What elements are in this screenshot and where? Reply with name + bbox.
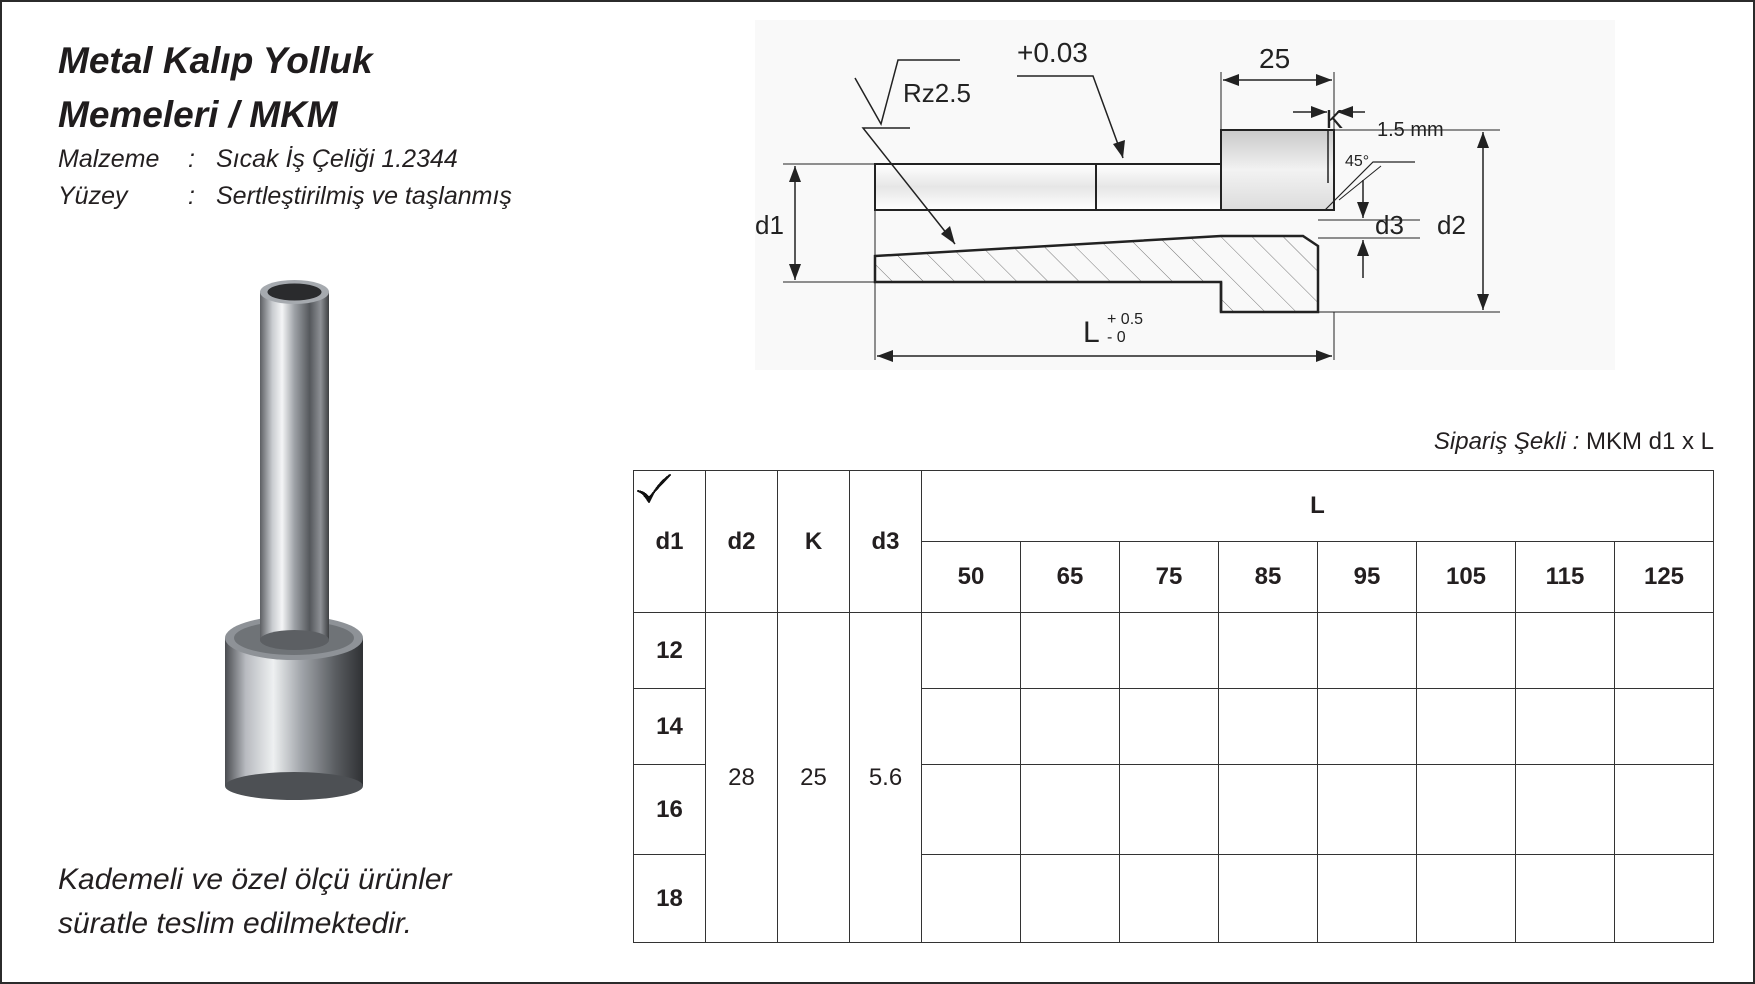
availability-cell	[636, 473, 1021, 943]
order-label: Sipariş Şekli :	[1433, 428, 1580, 455]
l-minus-tolerance: - 0	[1107, 329, 1126, 346]
page-title: Metal Kalıp Yolluk Memeleri / MKM	[58, 34, 373, 142]
d3-label: d3	[1375, 210, 1404, 240]
availability-cell	[636, 473, 1516, 855]
table-row: 18	[633, 473, 1714, 943]
spec-value: Sıcak İş Çeliği 1.2344	[216, 145, 458, 173]
d2-label: d2	[1437, 210, 1466, 240]
spec-sep: :	[188, 145, 195, 173]
title-line-2: Memeleri / MKM	[58, 94, 338, 135]
l-value-cell: 125	[1614, 541, 1714, 613]
l-value-cell: 75	[1119, 541, 1219, 613]
availability-cell	[636, 473, 1219, 765]
roughness-label: Rz2.5	[903, 78, 971, 108]
title-line-1: Metal Kalıp Yolluk	[58, 40, 373, 81]
k-label: K	[1326, 104, 1344, 134]
header-k: K	[777, 470, 850, 613]
availability-cell	[636, 473, 1318, 855]
note-line-1: Kademeli ve özel ölçü ürünler	[58, 863, 452, 896]
spec-material: Malzeme: Sıcak İş Çeliği 1.2344	[58, 145, 458, 174]
d2-cell: 28	[705, 612, 778, 943]
availability-cell	[636, 473, 1021, 855]
spec-value: Sertleştirilmiş ve taşlanmış	[216, 182, 512, 210]
availability-cell	[636, 473, 1615, 689]
availability-cell	[636, 473, 1318, 943]
l-plus-tolerance: + 0.5	[1107, 311, 1143, 328]
chamfer-label: 1.5 mm	[1377, 119, 1444, 141]
availability-cell	[636, 473, 1714, 689]
l-value-cell: 50	[921, 541, 1021, 613]
d3-cell: 5.6	[849, 612, 922, 943]
l-value-cell: 65	[1020, 541, 1120, 613]
availability-cell	[636, 473, 1615, 855]
d1-cell: 12	[633, 612, 706, 689]
availability-cell	[636, 473, 1318, 689]
tolerance-label: +0.03	[1017, 37, 1088, 68]
k-cell: 25	[777, 612, 850, 943]
spec-key: Malzeme	[58, 145, 160, 173]
availability-cell	[636, 473, 1120, 689]
availability-cell	[636, 473, 1219, 855]
order-value: MKM d1 x L	[1585, 428, 1714, 455]
table-header-row: d1 d2 K d3 L	[633, 470, 1714, 613]
l-value-cell: 85	[1218, 541, 1318, 613]
d1-cell: 14	[633, 688, 706, 765]
table-l-values-row: 50 65 75 85 95 105 115 125	[634, 541, 1714, 613]
table-row: 16	[633, 473, 1714, 855]
technical-drawing: +0.03 Rz2.5 25 K 1.5 mm 45° d1 d2 d3 L +…	[755, 20, 1615, 370]
table-row: 12 28 25 5.6	[633, 473, 1714, 943]
l-value-cell: 95	[1317, 541, 1417, 613]
availability-cell	[636, 473, 1219, 689]
header-d3: d3	[849, 470, 922, 613]
width-label: 25	[1259, 43, 1290, 74]
d1-label: d1	[755, 210, 784, 240]
availability-cell	[636, 473, 1714, 765]
angle-label: 45°	[1345, 153, 1369, 170]
availability-cell	[636, 473, 1417, 943]
l-value-cell: 115	[1515, 541, 1615, 613]
product-image	[225, 280, 363, 800]
availability-cell	[636, 473, 1417, 855]
availability-cell	[636, 473, 1417, 765]
spec-key: Yüzey	[58, 182, 128, 210]
header-l: L	[921, 470, 1714, 542]
spec-sep: :	[188, 182, 195, 210]
check-icon	[636, 473, 671, 503]
l-value-cell: 105	[1416, 541, 1516, 613]
availability-cell	[636, 473, 1120, 855]
delivery-note: Kademeli ve özel ölçü ürünler süratle te…	[58, 858, 452, 946]
availability-cell	[636, 473, 1714, 943]
header-d2: d2	[705, 470, 778, 613]
availability-cell	[636, 473, 1120, 943]
d1-cell: 18	[633, 854, 706, 943]
availability-cell	[636, 473, 1021, 765]
l-label: L	[1083, 316, 1100, 349]
availability-cell	[636, 473, 1219, 943]
availability-cell	[636, 473, 1021, 689]
availability-cell	[636, 473, 1615, 765]
availability-cell	[636, 473, 1318, 765]
availability-cell	[636, 473, 1615, 943]
availability-cell	[636, 473, 1516, 943]
availability-cell	[636, 473, 1120, 765]
availability-cell	[636, 473, 1516, 689]
spec-surface: Yüzey: Sertleştirilmiş ve taşlanmış	[58, 182, 512, 211]
note-line-2: süratle teslim edilmektedir.	[58, 907, 413, 940]
size-table: d1 d2 K d3 L 50 65 75 85 95 105 115 125 …	[633, 470, 1714, 943]
d1-cell: 16	[633, 764, 706, 855]
availability-cell	[636, 473, 1417, 689]
order-format: Sipariş Şekli : MKM d1 x L	[1434, 428, 1714, 456]
availability-cell	[636, 473, 1714, 855]
availability-cell	[636, 473, 1516, 765]
